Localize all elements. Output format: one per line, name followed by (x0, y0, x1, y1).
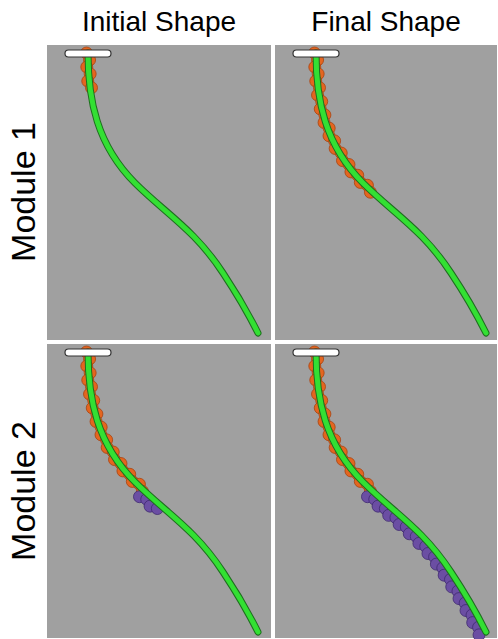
panel-ground (47, 45, 271, 340)
clamp (65, 50, 111, 57)
column-header: Final Shape (311, 8, 460, 36)
row-header: Module 1 (6, 122, 40, 262)
panel-ground (47, 344, 271, 638)
target-outline (316, 53, 486, 333)
sim-panel (275, 344, 497, 639)
panel-ground (275, 45, 497, 340)
particles (361, 491, 485, 639)
target-outline (88, 352, 258, 632)
target-outline (316, 352, 486, 632)
panel-ground (275, 344, 497, 638)
row-header: Module 2 (6, 421, 40, 561)
clamp (293, 349, 339, 356)
sim-panel (47, 45, 271, 340)
clamp (65, 349, 111, 356)
target-curve (316, 53, 486, 333)
sim-panel (275, 45, 497, 340)
target-curve (88, 352, 258, 632)
target-curve (316, 352, 486, 632)
column-header: Initial Shape (82, 8, 236, 36)
target-outline (88, 53, 258, 333)
sim-panel (47, 344, 271, 638)
target-curve (88, 53, 258, 333)
clamp (293, 50, 339, 57)
